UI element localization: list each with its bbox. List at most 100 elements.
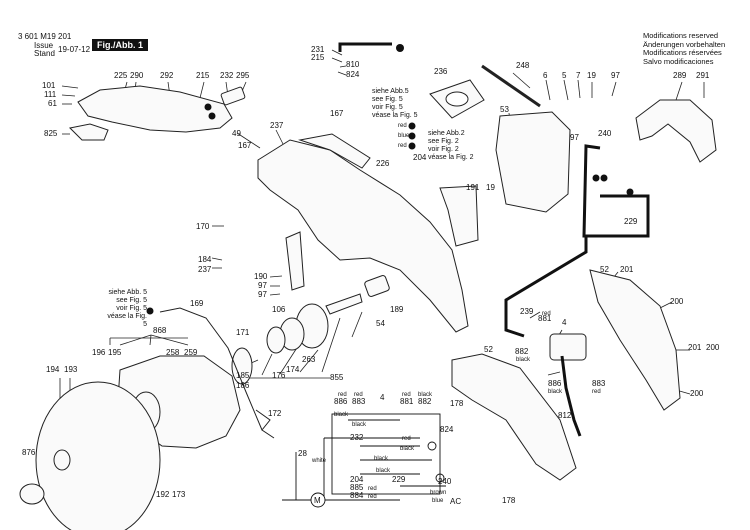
- wire-color-black: black: [516, 357, 531, 363]
- wiring-240: 240: [438, 477, 452, 486]
- callout-97: 97: [570, 133, 579, 142]
- note-line: siehe Abb.2: [428, 130, 465, 137]
- ring-171: [231, 347, 253, 385]
- cable-switch: [560, 355, 582, 437]
- marker-d-icon: [408, 122, 416, 130]
- callout-200: 200: [706, 343, 720, 352]
- callout-190: 190: [254, 272, 268, 281]
- callout-215: 215: [196, 71, 210, 80]
- wiring-labels: red 886 red 883 4 red 881 black 882 blac…: [298, 123, 601, 506]
- mod-line-fr: Modifications réservées: [643, 48, 722, 57]
- part-shapes: [19, 64, 717, 530]
- terminal-240: [435, 473, 445, 483]
- cable-harness: [338, 42, 650, 437]
- callout-172: 172: [268, 409, 282, 418]
- callout-6: 6: [543, 71, 548, 80]
- wire-color-red: red: [368, 486, 377, 492]
- callout-855: 855: [330, 373, 344, 382]
- marker-b-icon: [204, 103, 212, 111]
- note-line: voir Fig. 2: [428, 146, 459, 153]
- note-line: véase la Fig. 5: [372, 112, 418, 119]
- wire-color-red: red: [402, 392, 411, 398]
- callout-174: 174: [286, 365, 300, 374]
- note-line: see Fig. 2: [428, 138, 459, 145]
- wire-color-blue: blue: [398, 133, 410, 139]
- note-line: siehe Abb. 5: [108, 289, 147, 296]
- terminal-824: [427, 441, 437, 451]
- callout-169: 169: [190, 299, 204, 308]
- callout-19: 19: [587, 71, 596, 80]
- callout-876: 876: [22, 448, 36, 457]
- callout-167: 167: [238, 141, 252, 150]
- callout-868: 868: [153, 326, 167, 335]
- wiring-885: 885: [350, 483, 364, 492]
- wire-color-red: red: [402, 436, 411, 442]
- callout-53: 53: [500, 105, 509, 114]
- callout-54: 54: [376, 319, 385, 328]
- mounting-bracket: [439, 185, 479, 247]
- guard-bracket: [68, 123, 109, 141]
- wire-color-red: red: [542, 311, 551, 317]
- callout-191: 191: [466, 183, 480, 192]
- connector-markers: [146, 44, 634, 315]
- wiring-229: 229: [392, 475, 406, 484]
- blade-flange: [53, 449, 71, 471]
- issue-label: Issue: [34, 41, 54, 50]
- see-fig5-note-top: siehe Abb.5 see Fig. 5 voir Fig. 5 véase…: [372, 88, 418, 120]
- callout-61: 61: [48, 99, 57, 108]
- modifications-notice: Modifications reserved Änderungen vorbeh…: [643, 31, 725, 66]
- wiring-204: 204: [350, 475, 364, 484]
- note-line: véase la Fig. 2: [428, 154, 474, 161]
- callout-881: 881: [538, 314, 552, 323]
- note-line: véase la Fig. 5: [107, 313, 147, 328]
- wire-color-black: black: [376, 468, 391, 474]
- motor-shaft: [481, 64, 541, 108]
- callout-19: 19: [486, 183, 495, 192]
- callout-178: 178: [502, 496, 516, 505]
- wiring-232: 232: [350, 433, 364, 442]
- callout-101: 101: [42, 81, 56, 90]
- callout-886: 886: [548, 379, 562, 388]
- wire-color-red: red: [368, 494, 377, 500]
- callout-194: 194: [46, 365, 60, 374]
- callout-178: 178: [450, 399, 464, 408]
- issue-date: 19-07-12: [58, 45, 91, 54]
- callout-195: 195: [108, 348, 122, 357]
- callout-201: 201: [620, 265, 634, 274]
- callout-196: 196: [92, 348, 106, 357]
- wire-color-black: black: [418, 392, 433, 398]
- callout-97: 97: [611, 71, 620, 80]
- callout-263: 263: [302, 355, 316, 364]
- marker-h-icon: [600, 174, 608, 182]
- callout-259: 259: [184, 348, 198, 357]
- plate-hole: [445, 91, 469, 107]
- side-cover: [635, 99, 717, 163]
- callout-237: 237: [270, 121, 284, 130]
- callout-167: 167: [330, 109, 344, 118]
- callout-812: 812: [558, 411, 572, 420]
- callout-97: 97: [258, 281, 267, 290]
- wire-color-black: black: [548, 389, 563, 395]
- wire-color-black: black: [352, 422, 367, 428]
- main-housing: [257, 139, 469, 333]
- marker-f-icon: [408, 142, 416, 150]
- wiring-ac-label: AC: [450, 497, 461, 506]
- callout-225: 225: [114, 71, 128, 80]
- cable-lower: [504, 236, 588, 338]
- note-line: see Fig. 5: [116, 297, 147, 304]
- handle-grip: [451, 353, 577, 481]
- marker-e-icon: [408, 132, 416, 140]
- wiring-883: 883: [352, 397, 366, 406]
- callout-193: 193: [64, 365, 78, 374]
- callout-883: 883: [592, 379, 606, 388]
- blade-nut: [19, 483, 45, 505]
- wire-color-red: red: [354, 392, 363, 398]
- wire-color-black: black: [400, 446, 415, 452]
- callout-186: 186: [236, 381, 250, 390]
- motor-unit: [495, 111, 571, 213]
- note-line: siehe Abb.5: [372, 88, 409, 95]
- callout-240: 240: [598, 129, 612, 138]
- wire-color-blue: blue: [432, 498, 444, 504]
- wiring-motor-m: M: [314, 496, 321, 505]
- mod-line-en: Modifications reserved: [643, 31, 719, 40]
